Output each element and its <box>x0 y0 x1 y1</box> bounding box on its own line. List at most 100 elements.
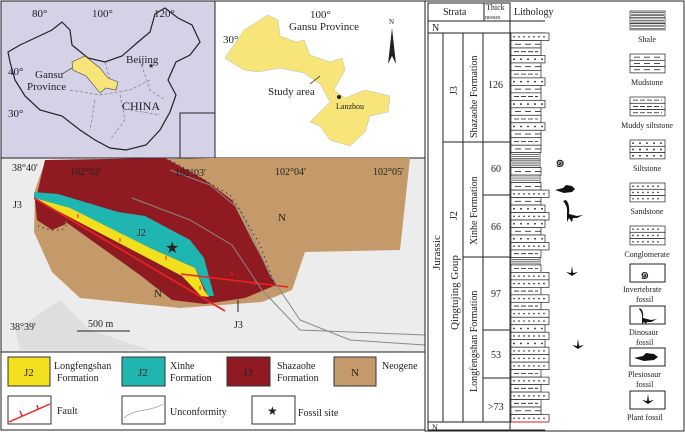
grain-dot <box>538 275 540 277</box>
column-grid <box>427 2 545 431</box>
grain-dot <box>528 282 530 285</box>
grain-dot <box>538 335 540 337</box>
grain-dot <box>646 142 648 145</box>
grain-dot <box>632 197 634 200</box>
grain-dot <box>632 240 634 243</box>
lon-label: 102°04' <box>275 167 306 178</box>
swatch <box>251 395 296 425</box>
legend-fossil-site: ★ Fossil site <box>251 395 339 425</box>
grain-dot <box>543 417 545 420</box>
grain-dot <box>523 193 525 195</box>
grain-dot <box>528 395 530 397</box>
thickness-value: 53 <box>491 350 501 361</box>
grain-dot <box>518 275 520 277</box>
grain-dot <box>523 335 525 337</box>
grain-dot <box>513 245 515 248</box>
grain-dot <box>523 282 525 285</box>
legend-label: Neogene <box>382 361 418 372</box>
legend-label: Formation <box>170 373 212 384</box>
grain-dot <box>534 222 536 225</box>
grain-dot <box>520 222 522 225</box>
formation-label: Longfengshan Formation <box>469 291 480 392</box>
grain-dot <box>653 148 655 151</box>
grain-dot <box>538 245 540 248</box>
grain-dot <box>523 245 525 248</box>
grain-dot <box>513 395 515 397</box>
grain-dot <box>543 350 545 352</box>
grain-dot <box>647 197 649 200</box>
grain-dot <box>647 234 649 237</box>
grain-dot <box>513 215 515 218</box>
lon-label: 102°02' <box>70 167 101 178</box>
grain-dot <box>528 320 530 322</box>
grain-dot <box>520 80 522 83</box>
grain-dot <box>543 282 545 285</box>
key-sandstone: Sandstone <box>629 182 666 216</box>
lat-label: 30° <box>8 108 23 120</box>
grain-dot <box>533 193 535 195</box>
grain-dot <box>541 222 543 225</box>
grain-dot <box>541 327 543 330</box>
grain-dot <box>538 297 540 300</box>
plesiosaur-fossil-icon <box>555 185 575 193</box>
grain-dot <box>527 237 529 240</box>
grain-dot <box>513 342 515 345</box>
grain-dot <box>538 320 540 322</box>
grain-dot <box>647 185 649 187</box>
grain-dot <box>541 237 543 240</box>
fault-ticks <box>77 214 256 290</box>
map-legend: J2 Longfengshan Formation J2 Xinhe Forma… <box>0 351 426 431</box>
grain-dot <box>646 154 648 157</box>
grain-dot <box>518 365 520 367</box>
grain-dot <box>523 320 525 322</box>
grain-dot <box>527 125 529 128</box>
header-strata: Strata <box>443 7 467 18</box>
key-box <box>629 305 666 325</box>
grain-dot <box>523 275 525 277</box>
lat-label: 38°39' <box>10 322 36 333</box>
china-outline <box>7 7 201 151</box>
grain-dot <box>642 197 644 200</box>
grain-dot <box>518 320 520 322</box>
grain-dot <box>660 142 662 145</box>
unconformity-line <box>37 159 276 286</box>
legend-label: Fault <box>57 406 78 417</box>
grain-dot <box>541 58 543 61</box>
grain-dot <box>528 357 530 360</box>
grain-dot <box>533 335 535 337</box>
grain-dot <box>637 191 639 194</box>
legend-longfengshan: J2 Longfengshan Formation <box>7 356 111 387</box>
grain-dot <box>513 58 515 61</box>
grain-dot <box>513 357 515 360</box>
grain-dot <box>513 35 515 38</box>
grain-dot <box>538 365 540 367</box>
province-borders <box>69 59 166 141</box>
grain-dot <box>518 35 520 38</box>
grain-dot <box>533 395 535 397</box>
grain-dot <box>543 193 545 195</box>
grain-dot <box>541 125 543 128</box>
grain-dot <box>528 245 530 248</box>
grain-dot <box>632 154 634 157</box>
dinosaur-fossil-icon <box>563 200 583 222</box>
system-label: Jurassic <box>431 235 443 270</box>
grain-dot <box>538 312 540 315</box>
header-thickness: nesses <box>485 15 501 21</box>
grain-dot <box>632 142 634 145</box>
grain-dot <box>513 80 515 83</box>
grain-dot <box>632 148 634 151</box>
grain-dot <box>528 35 530 38</box>
fossil-key-label: fossil <box>636 295 654 304</box>
grain-dot <box>513 207 515 210</box>
n-label: N <box>278 212 286 224</box>
grain-dot <box>534 237 536 240</box>
legend-label: Shazaohe <box>277 361 316 372</box>
grain-dot <box>523 215 525 218</box>
grain-dot <box>513 193 515 195</box>
lithology-key-label: Siltstone <box>633 164 661 173</box>
fossil-key-label: Invertebrate <box>623 285 662 294</box>
grain-dot <box>533 380 535 382</box>
grain-dot <box>527 58 529 61</box>
legend-label: Formation <box>277 373 319 384</box>
